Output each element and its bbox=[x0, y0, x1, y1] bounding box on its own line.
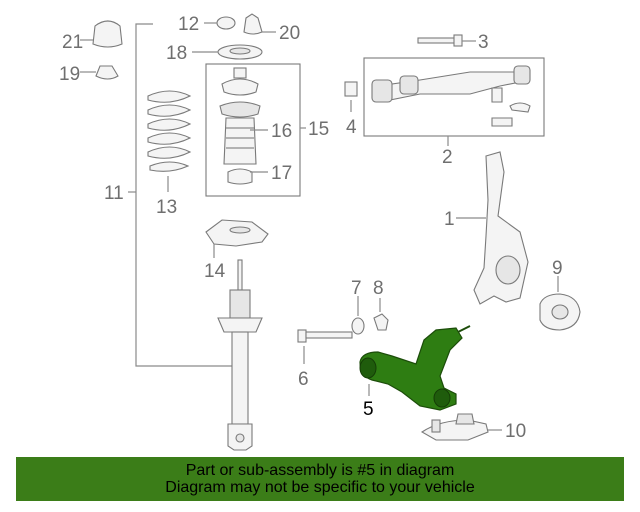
callout-19: 19 bbox=[59, 64, 80, 85]
callout-21: 21 bbox=[62, 32, 83, 53]
callout-20: 20 bbox=[279, 23, 300, 44]
callout-8: 8 bbox=[373, 278, 384, 299]
callout-4: 4 bbox=[346, 117, 357, 138]
callout-16: 16 bbox=[271, 121, 292, 142]
callout-6: 6 bbox=[298, 369, 309, 390]
callout-3: 3 bbox=[478, 32, 489, 53]
part-6-bolt bbox=[297, 329, 353, 364]
part-21-nut bbox=[80, 20, 123, 48]
strut-assembly bbox=[217, 259, 263, 451]
info-banner: Part or sub-assembly is #5 in diagram Di… bbox=[16, 457, 624, 501]
callout-2: 2 bbox=[442, 147, 453, 168]
assembly-box-2 bbox=[363, 57, 545, 146]
part-5-lower-control-arm bbox=[359, 325, 471, 411]
callout-11: 11 bbox=[104, 183, 124, 204]
assembly-box-15 bbox=[205, 63, 306, 197]
callout-14: 14 bbox=[204, 261, 226, 282]
callout-5: 5 bbox=[363, 399, 374, 420]
part-12-washer bbox=[204, 16, 236, 30]
part-1-knuckle bbox=[456, 151, 529, 305]
part-3-bolt bbox=[417, 34, 476, 47]
part-10-ball-joint bbox=[420, 413, 502, 441]
part-14-mount bbox=[205, 219, 269, 258]
part-4-clip bbox=[344, 81, 358, 112]
callout-15: 15 bbox=[308, 119, 329, 140]
banner-line-2: Diagram may not be specific to your vehi… bbox=[165, 479, 475, 496]
part-20-mount bbox=[243, 13, 276, 35]
suspension-parts-diagram: 21 19 12 20 18 3 4 16 15 2 17 11 13 1 9 … bbox=[59, 13, 581, 451]
part-9-bushing bbox=[539, 276, 581, 331]
callout-18: 18 bbox=[166, 43, 187, 64]
callout-7: 7 bbox=[351, 278, 362, 299]
part-18-seat bbox=[192, 44, 263, 60]
part-8-nut bbox=[373, 298, 389, 331]
callout-13: 13 bbox=[156, 197, 177, 218]
part-13-coil-spring bbox=[147, 90, 192, 192]
callout-10: 10 bbox=[505, 421, 526, 442]
callout-9: 9 bbox=[552, 258, 563, 279]
part-19-bolt bbox=[80, 65, 119, 80]
callout-1: 1 bbox=[444, 209, 455, 230]
callout-12: 12 bbox=[178, 14, 199, 35]
bracket-11 bbox=[128, 23, 232, 367]
callout-17: 17 bbox=[271, 163, 292, 184]
part-7-washer bbox=[351, 296, 365, 335]
banner-line-1: Part or sub-assembly is #5 in diagram bbox=[185, 462, 455, 479]
